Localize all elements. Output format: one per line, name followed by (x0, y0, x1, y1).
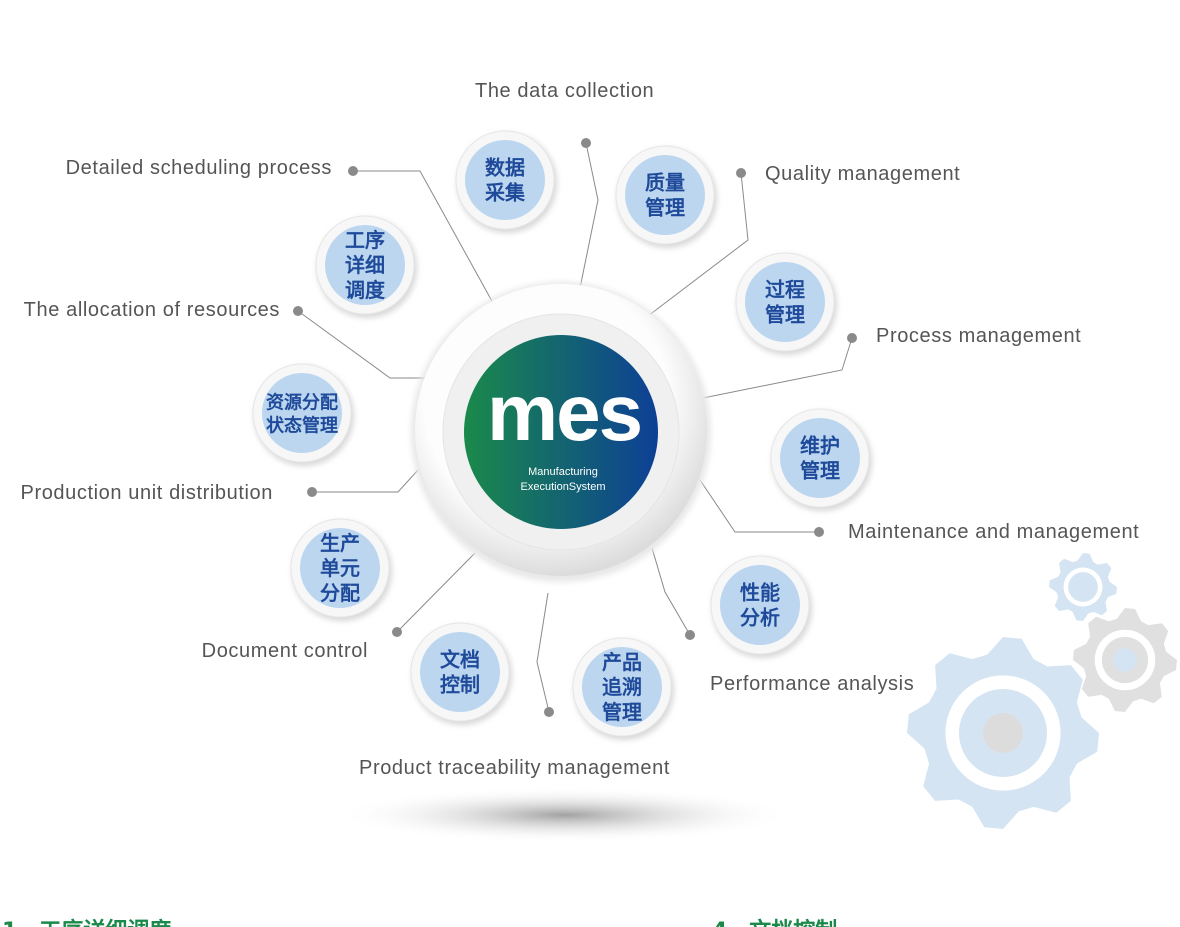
module-bubble-text: 产品 (602, 650, 642, 674)
module-bubble-text: 采集 (485, 181, 526, 205)
module-bubble-text: 管理 (645, 196, 685, 220)
module-bubble-text: 分配 (320, 581, 360, 605)
mes-subtitle-2: ExecutionSystem (521, 481, 606, 493)
module-label: The allocation of resources (24, 299, 280, 321)
module-bubble-text: 控制 (440, 673, 480, 697)
module-bubble-text: 质量 (645, 171, 685, 195)
module-label: Production unit distribution (21, 482, 274, 504)
base-shadow (335, 787, 795, 843)
module-bubble-text: 维护 (800, 434, 840, 458)
mes-subtitle-1: Manufacturing (528, 466, 598, 478)
module-label: Detailed scheduling process (66, 157, 332, 179)
module-bubble-text: 管理 (800, 459, 840, 483)
module-bubble-text: 管理 (765, 303, 805, 327)
gears-group (907, 553, 1177, 829)
module-bubble-text: 工序 (345, 228, 385, 252)
module-bubble-text: 资源分配 (266, 392, 338, 414)
module-bubbles: 数据采集质量管理工序详细调度过程管理资源分配状态管理维护管理生产单元分配性能分析… (252, 130, 872, 740)
module-label: The data collection (475, 80, 654, 102)
connector-dots (293, 138, 857, 717)
module-bubble-text: 详细 (345, 253, 385, 277)
gear-icon (907, 637, 1099, 829)
module-label: Performance analysis (710, 673, 914, 695)
module-label: Product traceability management (359, 757, 670, 779)
module-label: Maintenance and management (848, 521, 1139, 543)
module-bubble-text: 文档 (440, 648, 480, 672)
module-bubble-text: 管理 (602, 700, 642, 724)
gear-icon (1073, 608, 1177, 712)
module-bubble-text: 过程 (765, 278, 805, 302)
mes-hub: mes Manufacturing ExecutionSystem (411, 282, 711, 582)
module-bubble-text: 追溯 (602, 675, 642, 699)
module-label: Document control (202, 640, 368, 662)
module-label: Quality management (765, 163, 960, 185)
module-bubble-text: 状态管理 (266, 415, 338, 437)
module-bubble-text: 性能 (740, 581, 780, 605)
connector-lines (297, 142, 853, 713)
module-bubble-text: 生产 (320, 531, 360, 555)
module-bubble-text: 单元 (320, 556, 360, 580)
module-bubble-text: 数据 (485, 156, 525, 180)
module-label: Process management (876, 325, 1081, 347)
module-bubble-text: 分析 (740, 606, 780, 630)
mes-logo-text: mes (487, 368, 641, 457)
gear-icon (1049, 553, 1117, 621)
module-bubble-text: 调度 (345, 278, 386, 302)
